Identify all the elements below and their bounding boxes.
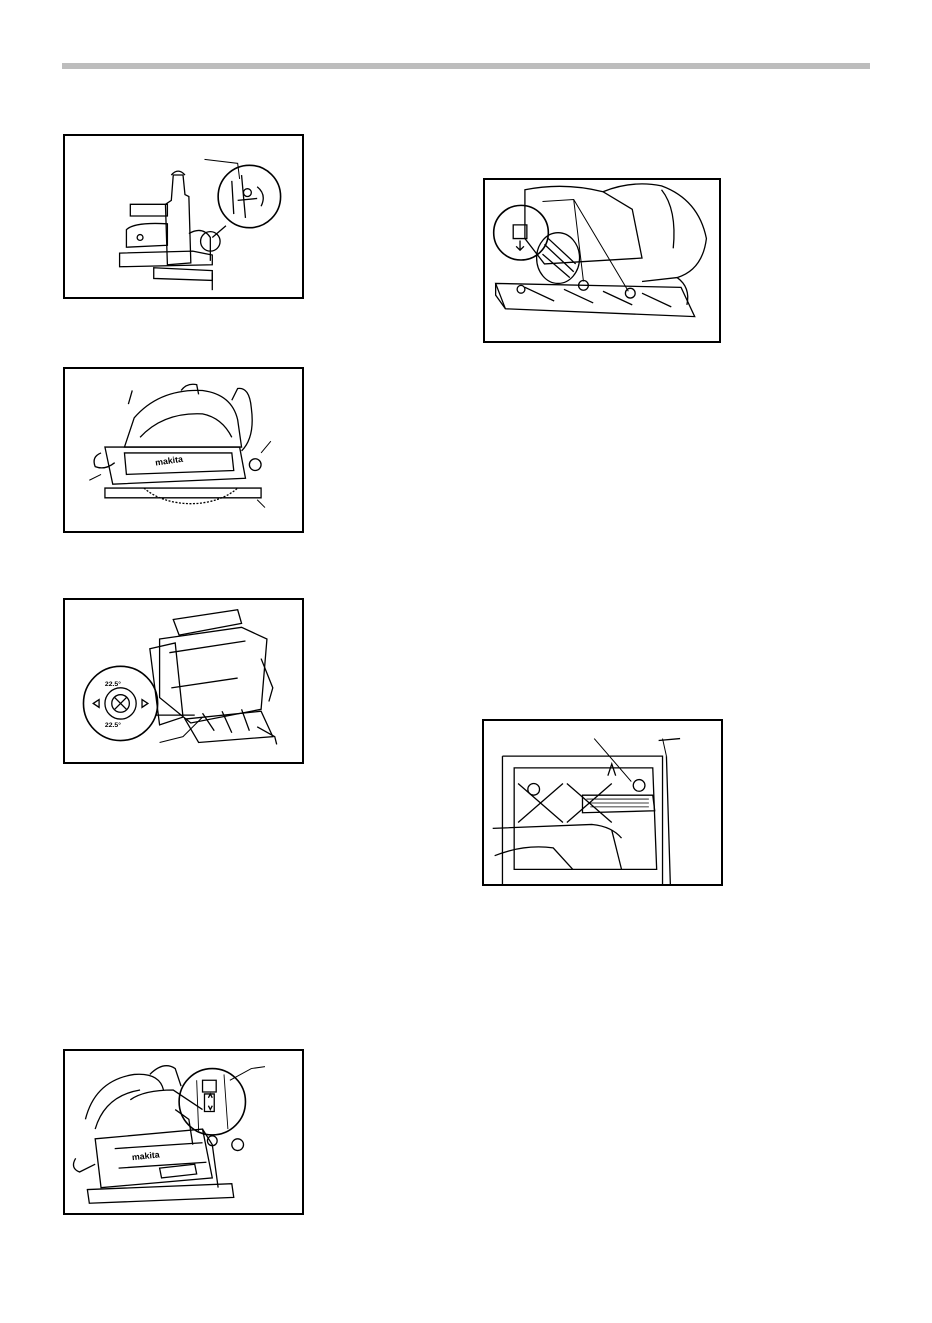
figure-base-adjustment	[483, 178, 721, 343]
header-rule	[62, 63, 870, 69]
dial-label-bottom: 22.5°	[105, 721, 121, 729]
dial-label-top: 22.5°	[105, 680, 121, 688]
figure-saw-side-view: makita	[63, 367, 304, 533]
plunge-lock-icon: makita	[65, 1051, 302, 1213]
figure-guide-rail	[482, 719, 723, 886]
brand-label: makita	[155, 454, 184, 468]
base-screws-icon	[485, 180, 719, 341]
guide-rail-icon	[484, 721, 721, 884]
bevel-stopper-icon: 22.5° 22.5°	[65, 600, 302, 762]
figure-bevel-stopper: 22.5° 22.5°	[63, 598, 304, 764]
brand-label: makita	[131, 1149, 160, 1162]
figure-front-view-lock: makita	[63, 1049, 304, 1215]
circular-saw-icon: makita	[65, 369, 302, 531]
saw-depth-lock-icon	[65, 136, 302, 297]
figure-depth-lock-saw	[63, 134, 304, 299]
